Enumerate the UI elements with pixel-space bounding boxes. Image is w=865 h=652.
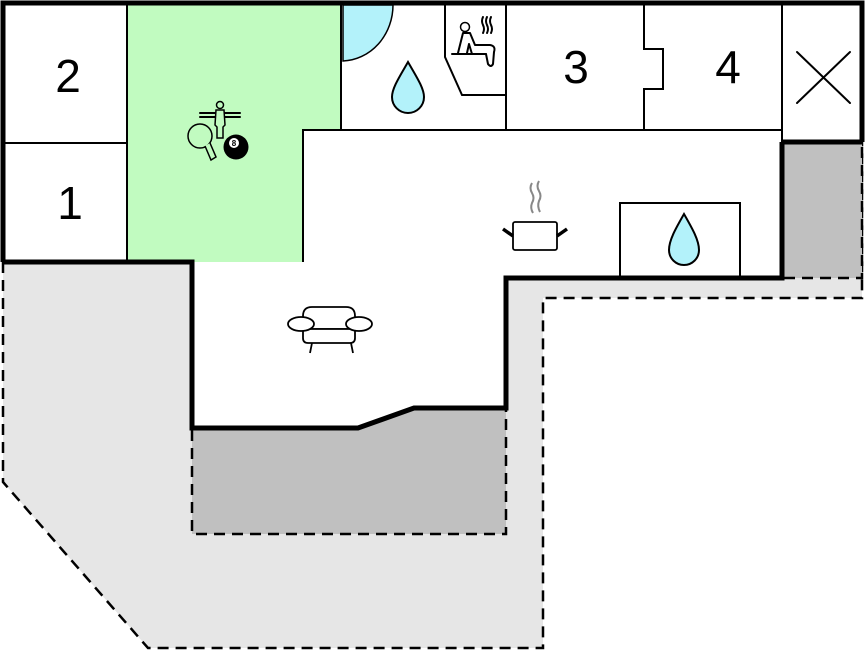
room-bedroom-3 [506, 3, 644, 130]
whirlpool-icon [342, 4, 394, 62]
wall-bed3-bed4 [643, 3, 664, 130]
sauna-icon [451, 16, 496, 67]
billiard-ball-icon: 8 [223, 134, 249, 160]
armchair-icon [287, 306, 373, 354]
covered-terrace-east [782, 142, 862, 278]
covered-terrace-south-border [190, 410, 508, 536]
room-activity [127, 3, 341, 262]
table-football-icon [199, 100, 241, 139]
cooking-pot-icon [501, 180, 569, 251]
water-drop-icon-kitchen [667, 211, 701, 266]
covered-terrace-south [192, 408, 506, 534]
room-bedroom-1 [3, 143, 127, 262]
room-label-3: 3 [563, 41, 589, 93]
covered-terrace-east-border [784, 142, 864, 280]
table-tennis-icon [187, 123, 217, 162]
room-label-2: 2 [55, 50, 81, 102]
terrace-outer-border [1, 142, 864, 650]
cross-icon [796, 51, 851, 104]
room-bedroom-2 [3, 3, 127, 143]
exterior-wall [0, 0, 865, 431]
wall-activity-east [302, 3, 342, 262]
room-bedroom-4 [644, 3, 782, 130]
room-utility [782, 3, 862, 142]
room-kitchen-living [192, 130, 782, 428]
room-label-1: 1 [57, 177, 83, 229]
water-drop-icon [390, 59, 426, 114]
room-label-4: 4 [715, 41, 741, 93]
wall-sauna [444, 5, 506, 96]
svg-text:8: 8 [232, 139, 237, 148]
